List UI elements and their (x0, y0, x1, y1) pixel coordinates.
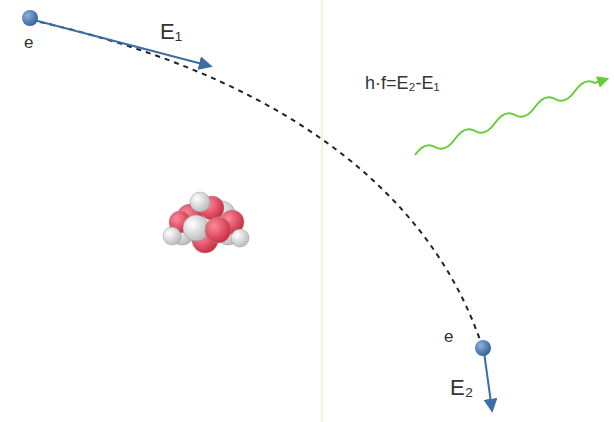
electron (475, 340, 491, 356)
electron-path (40, 22, 480, 340)
particle-label: e (24, 34, 33, 53)
photon-energy-label: h·f=E₂-E₁ (365, 74, 440, 94)
momentum-arrow (34, 20, 210, 66)
momentum-arrow (484, 352, 492, 410)
energy-label: E₁ (160, 20, 182, 44)
divider-line (321, 0, 323, 422)
photon-wave (415, 79, 607, 155)
energy-label: E₂ (450, 376, 473, 400)
electron (22, 10, 38, 26)
nucleus (163, 192, 249, 253)
particle-label: e (444, 328, 453, 347)
